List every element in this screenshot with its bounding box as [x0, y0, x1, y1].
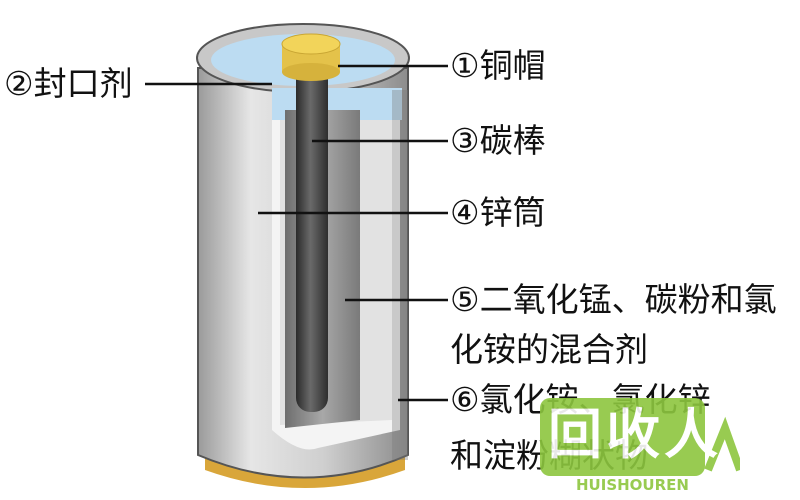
label-sealant: ②封口剂 [4, 64, 133, 103]
copper-cap-top [281, 33, 341, 55]
can-shadow-right [392, 90, 408, 460]
carbon-rod [296, 62, 328, 412]
leader-lines [145, 64, 448, 402]
watermark-logo: 回收人 HUISHOUREN [540, 398, 744, 496]
label-copper-cap: ①铜帽 [450, 46, 546, 85]
watermark-mark [540, 398, 744, 476]
copper-cap-bottom [282, 63, 340, 81]
label-mixture-line2: 化铵的混合剂 [450, 330, 648, 369]
watermark-subtext: HUISHOUREN [576, 476, 689, 494]
label-carbon-rod: ③碳棒 [450, 121, 546, 160]
battery-base [205, 455, 405, 488]
label-mixture-line1: ⑤二氧化锰、碳粉和氯 [450, 280, 777, 319]
watermark-text: 回收人 [548, 403, 722, 466]
label-zinc-can: ④锌筒 [450, 193, 546, 232]
